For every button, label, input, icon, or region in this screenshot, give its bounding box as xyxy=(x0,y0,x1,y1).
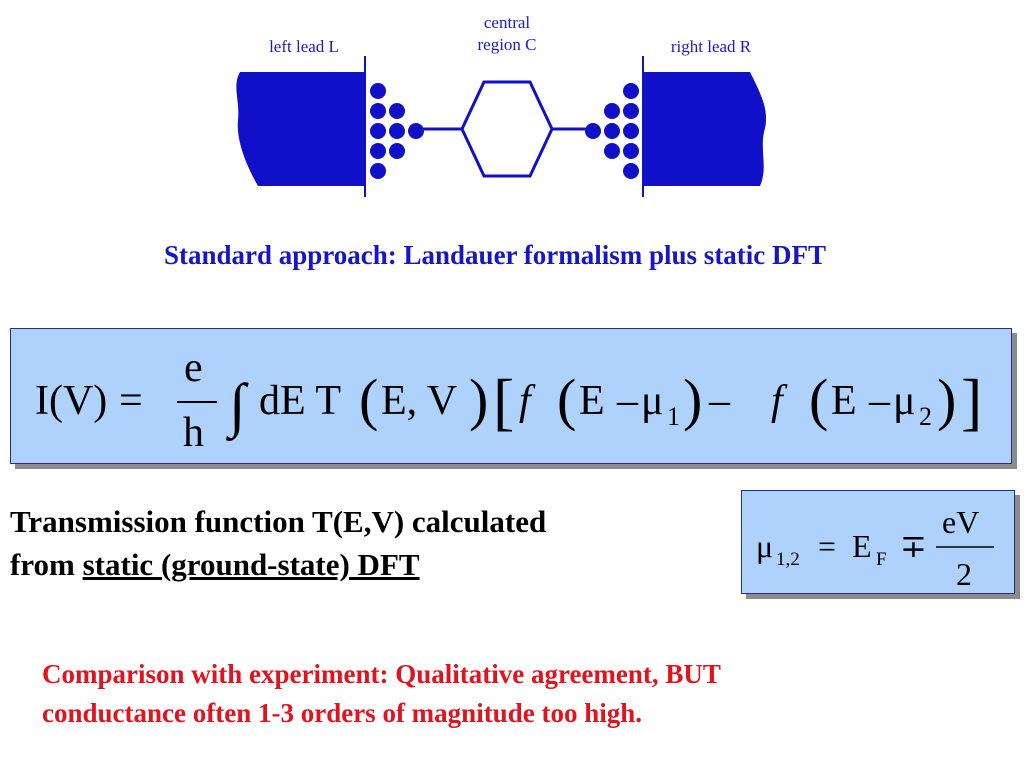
hexagon-molecule xyxy=(460,80,554,178)
right-atom-cluster xyxy=(585,83,639,179)
left-lead xyxy=(236,72,365,186)
fermi-function-f1: f xyxy=(519,378,536,424)
mu-symbol: μ xyxy=(756,528,773,564)
left-atom xyxy=(370,103,386,119)
right-atom xyxy=(623,123,639,139)
paren-close: ) xyxy=(683,367,702,432)
integrand-dE-T: dE T xyxy=(259,378,341,424)
lhs-current: I(V) xyxy=(35,378,107,424)
right-atom xyxy=(623,103,639,119)
right-atom xyxy=(623,143,639,159)
right-atom xyxy=(623,83,639,99)
right-atom xyxy=(623,163,639,179)
fraction-numerator-eV: eV xyxy=(942,504,979,540)
bracket-open: [ xyxy=(493,366,514,437)
mu-2: μ xyxy=(893,378,916,424)
transmission-underlined: static (ground-state) DFT xyxy=(82,547,420,582)
left-atom xyxy=(370,83,386,99)
right-atom xyxy=(604,123,620,139)
central-label-line2: region C xyxy=(477,35,537,54)
subscript-2: 2 xyxy=(919,402,932,431)
left-lead-label: left lead L xyxy=(269,37,339,56)
mu-1: μ xyxy=(641,378,664,424)
fermi-energy-E: E xyxy=(852,528,872,564)
left-anchor-atom xyxy=(408,123,424,139)
left-atom xyxy=(389,103,405,119)
comparison-line1: Comparison with experiment: Qualitative … xyxy=(42,659,721,689)
minus-sign: – xyxy=(708,378,731,424)
central-label-line1: central xyxy=(483,13,531,32)
landauer-formula: I(V) = e h ∫ dE T ( E, V ) [ f ( E – μ 1… xyxy=(35,345,982,456)
transmission-line2: from static (ground-state) DFT xyxy=(10,543,730,586)
minus-sign: – xyxy=(616,378,639,424)
right-anchor-atom xyxy=(585,123,601,139)
equals-sign: = xyxy=(119,378,143,424)
landauer-formula-box: I(V) = e h ∫ dE T ( E, V ) [ f ( E – μ 1… xyxy=(10,328,1012,464)
left-atom xyxy=(389,123,405,139)
left-atom xyxy=(370,163,386,179)
subscript-F: F xyxy=(876,549,887,570)
subscript-1-2: 1,2 xyxy=(776,549,800,570)
integral-sign: ∫ xyxy=(226,372,249,442)
bracket-close: ] xyxy=(961,366,982,437)
left-atom xyxy=(389,143,405,159)
transmission-from: from xyxy=(10,547,83,582)
paren-close: ) xyxy=(469,367,488,432)
left-atom xyxy=(370,123,386,139)
transmission-statement: Transmission function T(E,V) calculated … xyxy=(10,500,730,586)
fraction-numerator-e: e xyxy=(184,345,203,391)
fraction-denominator-2: 2 xyxy=(956,556,972,592)
comparison-statement: Comparison with experiment: Qualitative … xyxy=(42,655,1002,733)
left-atom xyxy=(370,143,386,159)
chemical-potential-formula-box: μ 1,2 = E F ∓ eV 2 xyxy=(741,490,1015,594)
left-atom-cluster xyxy=(370,83,424,179)
fraction-denominator-h: h xyxy=(183,410,204,456)
minus-sign: – xyxy=(868,378,891,424)
paren-open: ( xyxy=(359,367,378,432)
equals-sign: = xyxy=(818,528,836,564)
right-lead-label: right lead R xyxy=(670,37,752,56)
heading: Standard approach: Landauer formalism pl… xyxy=(163,240,827,270)
right-lead xyxy=(643,72,767,186)
paren-open: ( xyxy=(809,367,828,432)
args-E-V: E, V xyxy=(381,378,457,424)
right-atom xyxy=(604,103,620,119)
paren-close: ) xyxy=(937,367,956,432)
energy-E2: E xyxy=(831,378,857,424)
central-region-label: central region C xyxy=(455,12,559,56)
transmission-line1: Transmission function T(E,V) calculated xyxy=(10,504,547,539)
comparison-line2: conductance often 1-3 orders of magnitud… xyxy=(42,698,642,728)
right-atom xyxy=(604,143,620,159)
energy-E1: E xyxy=(579,378,605,424)
junction-diagram xyxy=(236,56,767,197)
chemical-potential-formula: μ 1,2 = E F ∓ eV 2 xyxy=(756,504,994,592)
subscript-1: 1 xyxy=(667,402,680,431)
paren-open: ( xyxy=(557,367,576,432)
minus-plus-sign: ∓ xyxy=(900,528,927,564)
fermi-function-f2: f xyxy=(771,378,788,424)
